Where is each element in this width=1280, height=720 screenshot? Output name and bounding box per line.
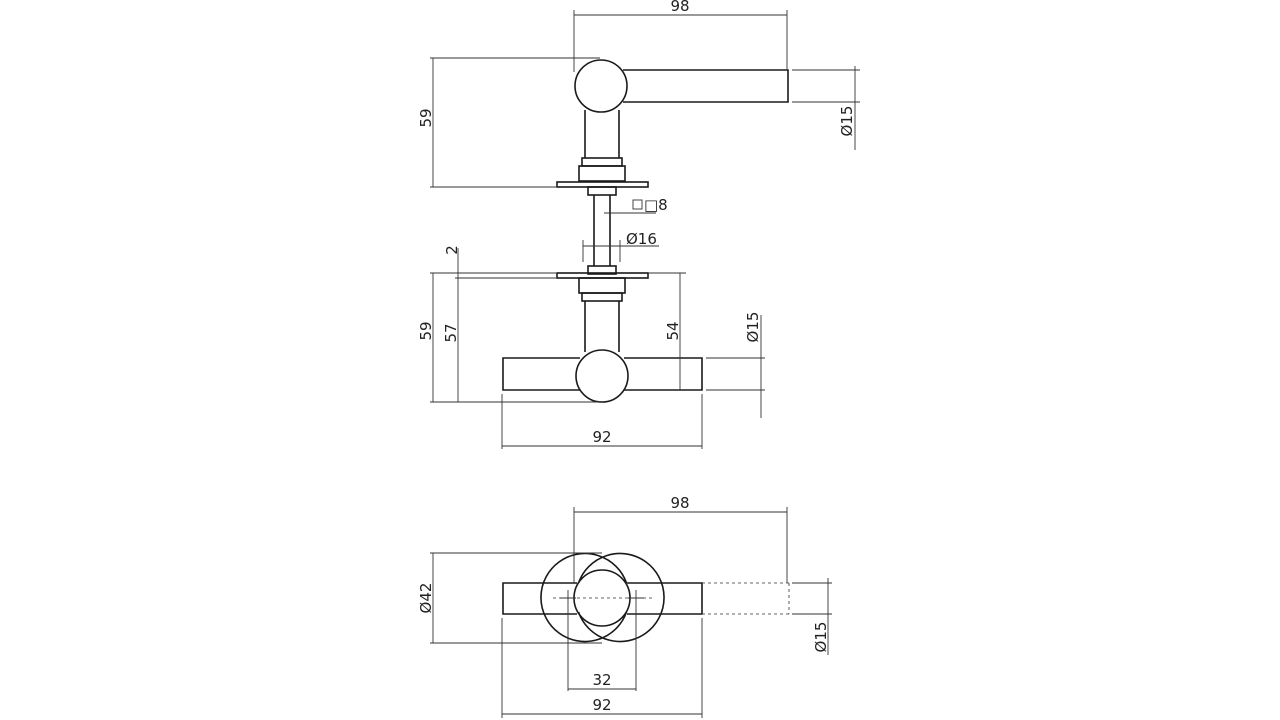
mid-bar-right (624, 357, 703, 391)
top-spindle-collar (587, 186, 617, 196)
rose-thickness-label: 2 (443, 245, 461, 255)
height-57-label: 57 (442, 323, 460, 342)
mid-spindle-collar (587, 265, 617, 275)
mid-knuckle (575, 349, 629, 403)
top-height-label: 59 (417, 108, 435, 127)
mid-overall-height-label: 59 (417, 321, 435, 340)
spindle (593, 195, 611, 266)
top-view-dimensions: 98 59 Ø15 □8 Ø16 (417, 0, 860, 262)
mid-bar-dia-label: Ø15 (744, 312, 762, 343)
top-neck-base (578, 165, 626, 182)
hole-spacing-label: 32 (592, 671, 611, 689)
rose-outer-circle (540, 552, 665, 643)
mid-neck-base (578, 277, 626, 294)
top-width-label: 98 (670, 0, 689, 15)
bottom-bar-length-label: 92 (592, 696, 611, 714)
top-lever-view (556, 59, 789, 266)
bottom-view-dimensions: 98 Ø42 Ø15 32 92 (417, 494, 832, 718)
top-neck-collar (581, 157, 623, 167)
top-lever-knuckle (574, 59, 628, 113)
spindle-dia-label: Ø16 (626, 230, 657, 248)
bottom-bar-extension-dashed (702, 582, 790, 615)
middle-knob-view (502, 265, 703, 403)
mid-bar-left (502, 357, 580, 391)
mid-bar-length-label: 92 (592, 428, 611, 446)
top-lever-dia-label: Ø15 (838, 106, 856, 137)
bottom-width-label: 98 (670, 494, 689, 512)
bottom-front-view (502, 552, 790, 643)
bottom-bar-left (502, 582, 577, 615)
mid-neck-collar (581, 292, 623, 302)
top-lever-bar (623, 69, 789, 103)
bottom-bar-dia-label: Ø15 (812, 622, 830, 653)
screw-hole-right (628, 590, 644, 606)
top-lever-neck (584, 110, 620, 158)
bottom-bar-right (627, 582, 703, 615)
height-54-label: 54 (664, 321, 682, 340)
mid-neck (584, 301, 620, 352)
middle-view-dimensions: 2 59 57 54 Ø15 92 (417, 245, 765, 449)
square-spindle-label: □8 (644, 196, 668, 214)
rose-dia-label: Ø42 (417, 583, 435, 614)
